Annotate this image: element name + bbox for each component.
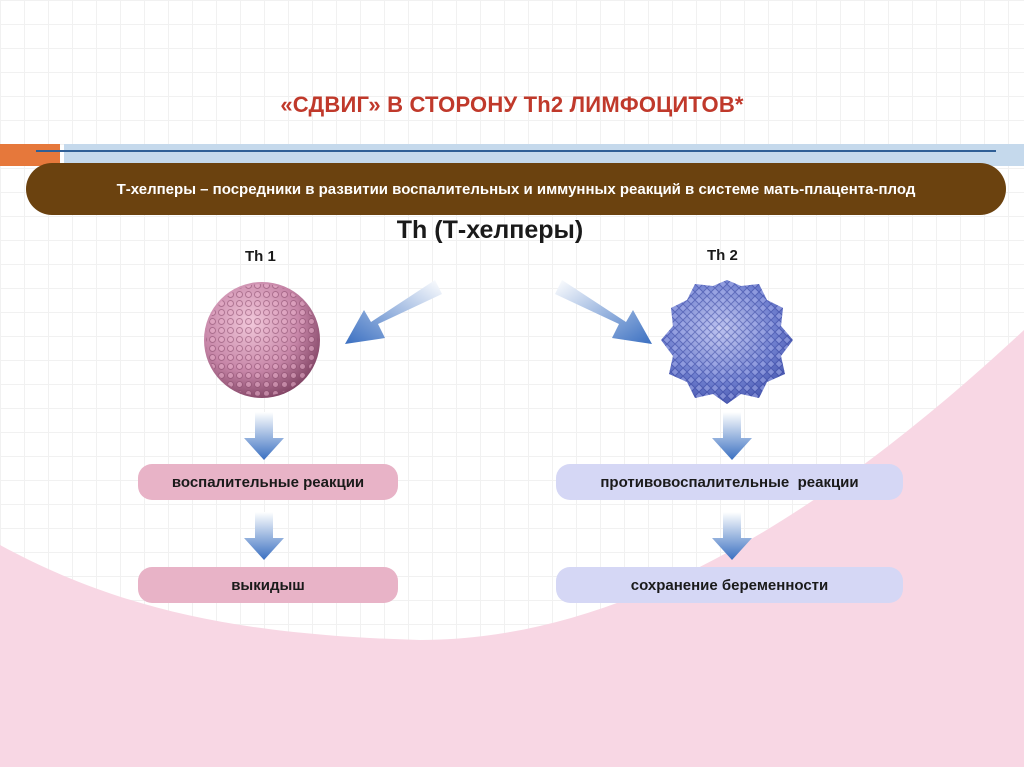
th1-inflammatory-box: воспалительные реакции — [138, 464, 398, 500]
th2-anti-inflammatory-box: противовоспалительные реакции — [556, 464, 903, 500]
arrow-to-th1 — [345, 280, 442, 344]
arrow-down-th1-1 — [244, 412, 284, 460]
th2-label: Th 2 — [707, 247, 738, 264]
arrow-to-th2 — [555, 280, 652, 344]
th1-miscarriage-box: выкидыш — [138, 567, 398, 603]
th1-cell-image — [204, 282, 320, 398]
th1-inflammatory-text: воспалительные реакции — [171, 473, 365, 491]
th2-pregnancy-text: сохранение беременности — [630, 576, 829, 594]
th-heading: Th (Т-хелперы) — [396, 216, 584, 244]
th2-anti-inflammatory-text: противовоспалительные реакции — [600, 473, 859, 491]
th2-pregnancy-box: сохранение беременности — [556, 567, 903, 603]
th1-label: Th 1 — [245, 248, 276, 265]
accent-bar-blue — [64, 144, 1024, 166]
accent-line — [36, 150, 996, 152]
accent-bar-orange — [0, 144, 60, 166]
th1-miscarriage-text: выкидыш — [231, 576, 305, 594]
definition-banner: Т-хелперы – посредники в развитии воспал… — [26, 163, 1006, 215]
slide-title: «СДВИГ» В СТОРОНУ Th2 ЛИМФОЦИТОВ* — [280, 92, 744, 117]
banner-text: Т-хелперы – посредники в развитии воспал… — [116, 180, 916, 198]
arrow-down-th2-1 — [712, 412, 752, 460]
arrow-down-th1-2 — [244, 512, 284, 560]
arrow-down-th2-2 — [712, 512, 752, 560]
th2-cell-image — [661, 280, 793, 404]
